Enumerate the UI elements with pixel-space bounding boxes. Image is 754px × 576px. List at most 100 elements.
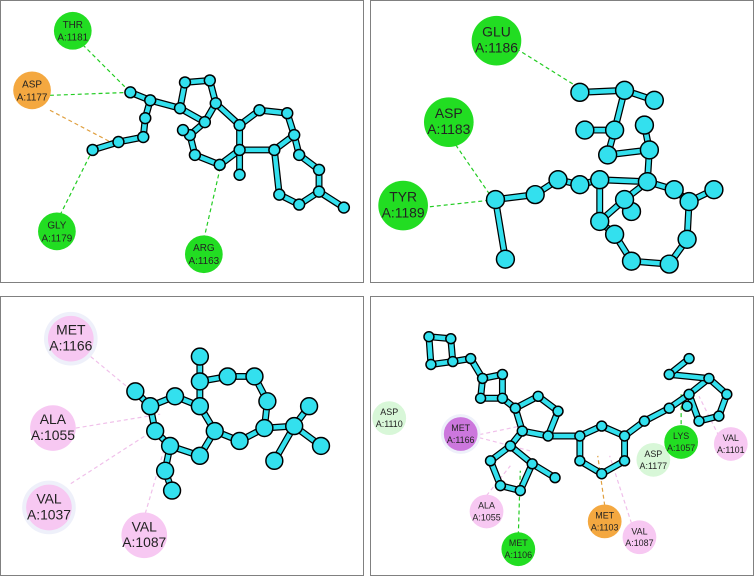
residue-label: GLU bbox=[482, 24, 511, 40]
residue-circle bbox=[121, 512, 168, 559]
residue-label: LYS bbox=[673, 431, 689, 441]
atom bbox=[190, 347, 210, 366]
atom bbox=[233, 118, 246, 132]
residue-number: A:1087 bbox=[625, 538, 653, 548]
atom bbox=[312, 163, 326, 177]
residue-circle bbox=[664, 425, 699, 459]
atom bbox=[190, 446, 210, 466]
residue-label: ALA bbox=[478, 500, 495, 510]
atom bbox=[494, 479, 507, 492]
panel-a-interactions bbox=[49, 34, 221, 240]
residue-label: VAL bbox=[132, 518, 157, 534]
residue-number: A:1103 bbox=[591, 522, 619, 532]
residue-circle bbox=[30, 405, 76, 451]
residue-circle bbox=[47, 315, 94, 362]
atom bbox=[532, 390, 544, 402]
atom bbox=[621, 251, 642, 271]
atom bbox=[233, 168, 246, 181]
residue-arg-1163: ARG A:1163 bbox=[184, 235, 223, 274]
atom bbox=[618, 430, 631, 442]
atom bbox=[570, 175, 590, 195]
residue-circle bbox=[713, 427, 748, 461]
residue-thr-1181: THR A:1181 bbox=[53, 11, 92, 50]
atom bbox=[445, 332, 457, 345]
residue-number: A:1037 bbox=[27, 506, 71, 522]
residue-number: A:1055 bbox=[472, 512, 500, 522]
residue-number: A:1163 bbox=[189, 256, 220, 267]
residue-number: A:1087 bbox=[122, 534, 166, 550]
residue-label: ASP bbox=[22, 79, 42, 90]
atom bbox=[574, 430, 586, 442]
atom bbox=[173, 102, 187, 115]
residue-val-1101: VAL A:1101 bbox=[713, 427, 748, 461]
residue-glu-1186: GLU A:1186 bbox=[471, 15, 522, 66]
atom bbox=[209, 97, 222, 110]
atom bbox=[188, 148, 202, 162]
residue-number: A:1186 bbox=[475, 40, 518, 56]
atom bbox=[268, 143, 281, 157]
residue-met-1166: MET A:1166 bbox=[440, 414, 481, 454]
atom bbox=[190, 397, 210, 416]
atom bbox=[703, 372, 715, 385]
atom bbox=[144, 94, 157, 107]
residue-label: ARG bbox=[193, 243, 214, 254]
atom bbox=[203, 74, 217, 87]
atom bbox=[311, 436, 331, 456]
residue-asp-1183: ASP A:1183 bbox=[423, 97, 474, 147]
atom bbox=[525, 184, 545, 205]
atom bbox=[423, 331, 435, 343]
residue-circle bbox=[372, 401, 407, 436]
atom bbox=[574, 455, 586, 467]
residue-label: VAL bbox=[631, 526, 647, 536]
atom bbox=[677, 229, 697, 249]
atom bbox=[683, 388, 695, 401]
residue-number: A:1166 bbox=[447, 435, 475, 445]
residue-tyr-1189: TYR A:1189 bbox=[378, 180, 428, 231]
atom bbox=[570, 82, 590, 103]
atom bbox=[679, 191, 699, 212]
residue-circle bbox=[622, 520, 657, 555]
panel-d: ASP A:1110 MET A:1166 ALA A:1055 MET A:1… bbox=[370, 296, 754, 576]
atom bbox=[299, 397, 319, 416]
atom bbox=[285, 416, 304, 436]
panel-b-ligand bbox=[485, 80, 724, 274]
residue-label: GLY bbox=[47, 220, 66, 231]
atom bbox=[86, 143, 99, 157]
atom bbox=[245, 367, 264, 386]
atom bbox=[683, 352, 695, 365]
atom bbox=[542, 430, 554, 442]
atom bbox=[253, 104, 266, 117]
residue-label: ALA bbox=[40, 411, 67, 427]
atom bbox=[495, 249, 516, 269]
residue-label: MET bbox=[509, 538, 528, 548]
residue-asp-1110: ASP A:1110 bbox=[372, 401, 407, 436]
panel-d-ligand bbox=[423, 331, 733, 497]
atom bbox=[548, 170, 568, 190]
atom bbox=[663, 368, 675, 381]
atom bbox=[126, 382, 145, 401]
atom bbox=[165, 387, 185, 406]
atom bbox=[425, 358, 437, 371]
residue-number: A:1057 bbox=[667, 443, 695, 453]
panel-c-ligand bbox=[126, 347, 331, 500]
residue-label: MET bbox=[56, 322, 86, 338]
residue-met-1103: MET A:1103 bbox=[587, 504, 622, 539]
atom bbox=[233, 143, 246, 157]
residue-ala-1055: ALA A:1055 bbox=[30, 405, 76, 451]
atom bbox=[205, 421, 224, 441]
atom bbox=[514, 484, 527, 497]
atom bbox=[190, 372, 210, 391]
residue-label: MET bbox=[595, 510, 614, 520]
atom bbox=[124, 86, 137, 99]
atom bbox=[664, 179, 684, 200]
residue-circle bbox=[636, 442, 671, 477]
residue-val-1087: VAL A:1087 bbox=[622, 520, 657, 555]
residue-label: ASP bbox=[644, 449, 662, 459]
atom bbox=[509, 402, 522, 414]
atom bbox=[713, 410, 725, 422]
bond bbox=[666, 372, 712, 381]
residue-circle bbox=[38, 212, 76, 251]
residue-label: TYR bbox=[389, 189, 417, 205]
residue-circle bbox=[378, 180, 428, 231]
residue-met-1106: MET A:1106 bbox=[501, 532, 536, 567]
